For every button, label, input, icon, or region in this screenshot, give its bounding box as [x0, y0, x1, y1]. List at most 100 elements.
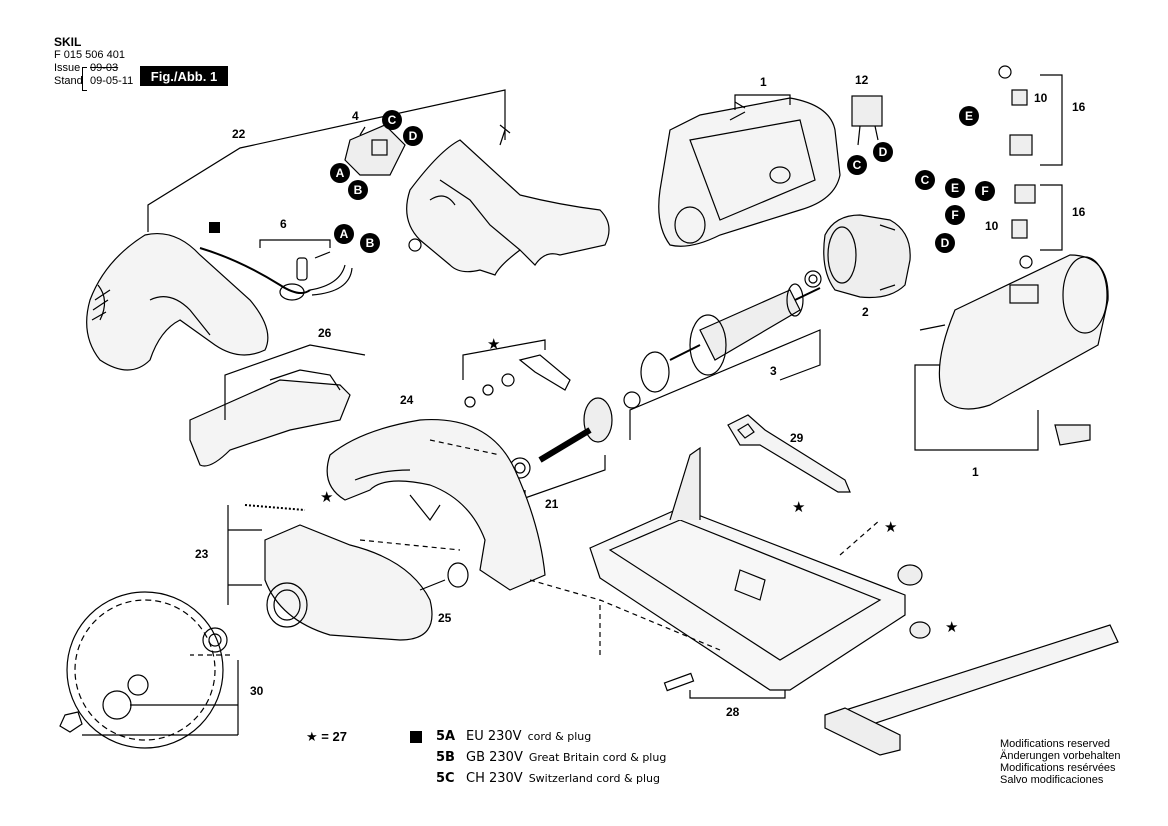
callout-2: 2 — [862, 305, 869, 319]
note-line: Salvo modificaciones — [1000, 774, 1104, 786]
bearing-2 — [804, 270, 822, 288]
marker-C-switch: C — [382, 110, 402, 130]
callout-1-bottom: 1 — [972, 465, 979, 479]
field-stator — [823, 214, 911, 299]
callout-3: 3 — [770, 364, 777, 378]
leader-28 — [689, 690, 786, 699]
callout-30: 30 — [250, 684, 264, 698]
date-bracket — [82, 67, 87, 91]
callout-22: 22 — [232, 127, 246, 141]
bearing-3 — [623, 391, 641, 409]
stand-date: 09-05-11 — [90, 75, 134, 87]
marker-D-cap: D — [873, 142, 893, 162]
motor-assembly — [919, 254, 1109, 410]
lock-knob — [1054, 424, 1091, 446]
note-line: Modifications resérvées — [1000, 762, 1116, 774]
marker-A-switch: A — [330, 163, 350, 183]
note-line: Änderungen vorbehalten — [1000, 750, 1121, 762]
handle-housing-left — [86, 232, 269, 371]
svg-text:C: C — [921, 173, 930, 187]
handle-housing-right — [406, 139, 610, 276]
stand-row: Stand 09-05-11 — [54, 75, 133, 88]
callout-25: 25 — [438, 611, 452, 625]
armature — [669, 283, 821, 376]
legend-voltage: GB 230V — [466, 750, 523, 765]
switch-part — [344, 124, 406, 176]
callout-10-a: 10 — [1034, 91, 1048, 105]
leader-21 — [524, 455, 606, 499]
brush-holders — [998, 65, 1036, 269]
spacer-25 — [447, 562, 469, 588]
rip-fence — [824, 624, 1119, 756]
marker-D-stator: D — [935, 233, 955, 253]
star-mark-4: ★ — [884, 518, 897, 536]
blade-bolt — [59, 711, 83, 733]
legend-square-icon — [410, 730, 422, 743]
gear-spindle — [509, 397, 613, 479]
star-legend: ★ = 27 — [306, 729, 347, 744]
depth-knob — [909, 621, 931, 639]
marker-A-cord: A — [334, 224, 354, 244]
legend-desc: Switzerland cord & plug — [528, 772, 661, 785]
base-plate — [589, 446, 906, 692]
legend-code: 5A — [436, 729, 456, 744]
marker-D-switch: D — [403, 126, 423, 146]
marker-E-brush: E — [959, 106, 979, 126]
fan — [640, 351, 670, 393]
leader-16-bottom — [1040, 184, 1063, 251]
svg-text:F: F — [951, 208, 958, 222]
leader-30 — [82, 660, 239, 736]
marker-C-stator: C — [915, 170, 935, 190]
svg-text:E: E — [965, 109, 973, 123]
svg-text:C: C — [853, 158, 862, 172]
wrench — [727, 414, 851, 493]
star-mark-1: ★ — [487, 335, 500, 353]
star-mark-5: ★ — [945, 618, 958, 636]
svg-text:B: B — [366, 236, 375, 250]
marker-E-stator: E — [945, 178, 965, 198]
note-line: Modifications reserved — [1000, 738, 1111, 750]
svg-text:B: B — [354, 183, 363, 197]
leader-16-top — [1040, 74, 1063, 166]
stand-label: Stand — [54, 75, 83, 87]
svg-text:C: C — [388, 113, 397, 127]
assembly-lines — [190, 439, 881, 656]
legend-row-5c: 5C CH 230V Switzerland cord & plug — [410, 768, 666, 789]
saw-blade — [66, 591, 224, 749]
brand-name: SKIL — [54, 35, 82, 49]
lower-guard — [244, 504, 433, 641]
callout-21: 21 — [545, 497, 559, 511]
callout-28: 28 — [726, 705, 740, 719]
legend-code: 5B — [436, 750, 455, 765]
issue-row: Issue 09-03 — [54, 62, 133, 75]
legend-desc: Great Britain cord & plug — [528, 751, 667, 764]
cord-legend: 5A EU 230V cord & plug 5B GB 230V Great … — [410, 726, 666, 789]
legend-code: 5C — [436, 771, 455, 786]
legend-voltage: CH 230V — [466, 771, 523, 786]
svg-text:D: D — [409, 129, 418, 143]
modification-notes: Modifications reserved Änderungen vorbeh… — [1000, 738, 1120, 786]
leader-3 — [629, 329, 821, 440]
marker-F-brush: F — [975, 181, 995, 201]
svg-text:F: F — [981, 184, 988, 198]
header-block: SKIL F 015 506 401 Issue 09-03 Stand 09-… — [54, 36, 133, 88]
svg-text:A: A — [336, 166, 345, 180]
chip-chute — [189, 369, 351, 467]
legend-row-5b: 5B GB 230V Great Britain cord & plug — [410, 747, 666, 768]
power-cord — [199, 239, 353, 301]
leader-23 — [227, 505, 262, 605]
issue-label: Issue — [54, 62, 81, 74]
marker-F-stator: F — [945, 205, 965, 225]
callout-24: 24 — [400, 393, 414, 407]
leader-26 — [224, 344, 366, 420]
legend-voltage: EU 230V — [466, 729, 522, 744]
lock-bracket — [464, 354, 571, 408]
callout-23: 23 — [195, 547, 209, 561]
callout-16-b: 16 — [1072, 205, 1086, 219]
callout-1-top: 1 — [760, 75, 767, 89]
leader-1-bottom — [914, 364, 1039, 451]
inner-flange — [102, 690, 132, 720]
star-mark-3: ★ — [792, 498, 805, 516]
bevel-knob — [897, 564, 923, 586]
